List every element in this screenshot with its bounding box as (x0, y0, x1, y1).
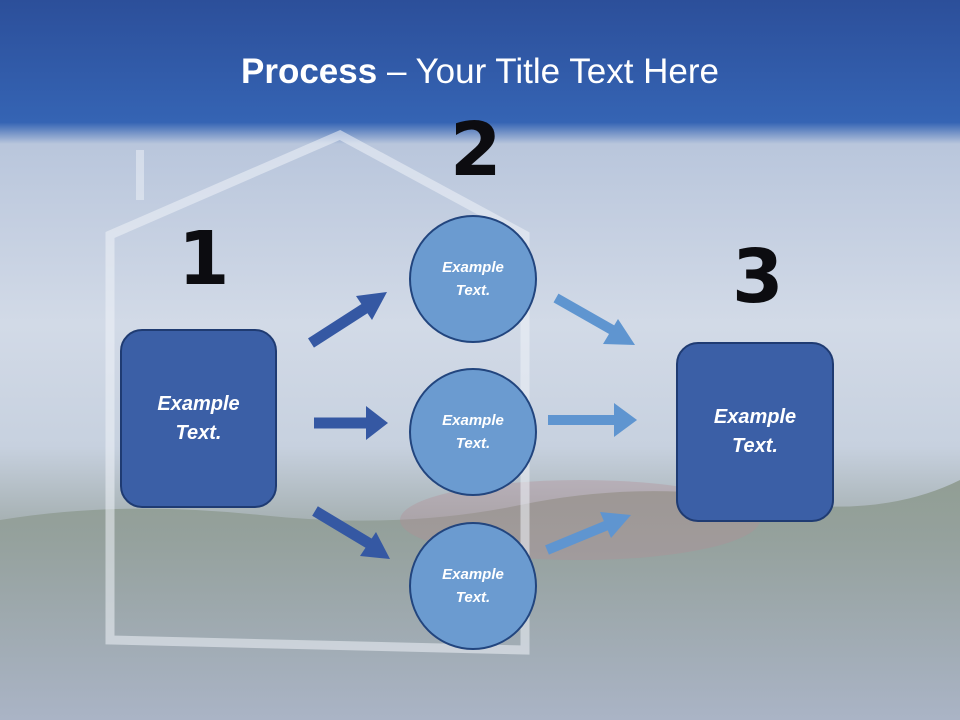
step-3-label-line2: Text. (732, 435, 778, 457)
title-rest: – Your Title Text Here (377, 52, 719, 91)
step-number-2: 2 (450, 107, 502, 193)
arrow-1-to-bottom (312, 506, 390, 559)
circle-middle-label-line2: Text. (455, 435, 491, 452)
arrow-bottom-to-3 (545, 512, 631, 555)
arrow-1-to-middle (314, 406, 388, 440)
circle-top-label-line2: Text. (455, 282, 491, 299)
step-1-box[interactable]: Example Text. (120, 329, 277, 508)
step-2-circle-bottom[interactable]: Example Text. (409, 522, 537, 650)
title-bold: Process (241, 52, 378, 91)
step-2-circle-middle[interactable]: Example Text. (409, 368, 537, 496)
step-3-label-line1: Example (713, 406, 797, 428)
step-number-1: 1 (178, 216, 230, 302)
arrow-middle-to-3 (548, 403, 637, 437)
step-2-circle-top[interactable]: Example Text. (409, 215, 537, 343)
circle-bottom-label-line2: Text. (455, 589, 491, 606)
step-3-box[interactable]: Example Text. (676, 342, 834, 522)
circle-middle-label-line1: Example (442, 412, 504, 429)
arrow-1-to-top (308, 292, 387, 348)
step-number-3: 3 (732, 234, 784, 320)
slide-title: Process – Your Title Text Here (0, 52, 960, 92)
step-1-label-line1: Example (157, 392, 240, 415)
step-1-label-line2: Text. (175, 421, 222, 444)
circle-top-label-line1: Example (442, 259, 504, 276)
arrow-top-to-3 (553, 293, 635, 345)
circle-bottom-label-line1: Example (442, 566, 504, 583)
